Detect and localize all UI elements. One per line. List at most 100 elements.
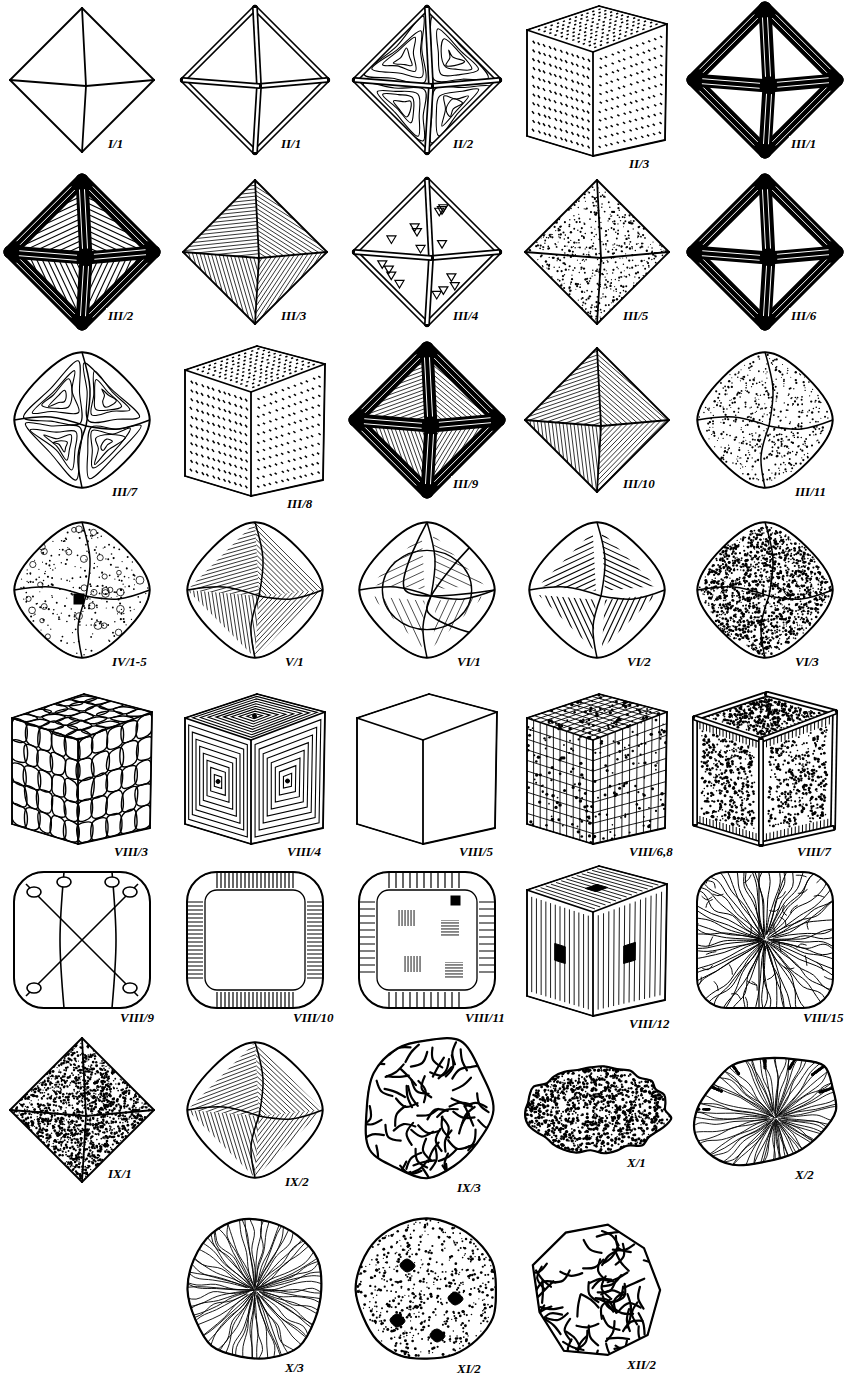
surface-dash: [294, 394, 296, 395]
surface-texture: [321, 309, 540, 528]
surface-dash: [630, 47, 632, 48]
surface-dot: [578, 207, 579, 208]
edge-striation: [772, 190, 827, 245]
surface-dot: [563, 262, 565, 264]
surface-dash: [249, 372, 251, 374]
surface-dot: [581, 227, 583, 229]
surface-dash: [571, 132, 573, 135]
hatch-line: [165, 216, 277, 228]
surface-dash: [580, 18, 582, 20]
surface-dot: [628, 274, 630, 276]
surface-dot: [647, 262, 649, 264]
surface-dot: [590, 311, 592, 313]
surface-dash: [270, 474, 272, 476]
surface-dash: [599, 111, 601, 112]
surface-dash: [301, 410, 303, 412]
surface-dot: [585, 259, 587, 261]
hatch-line: [513, 378, 620, 415]
surface-dot: [603, 310, 605, 312]
surface-dot: [582, 301, 584, 303]
surface-dash: [276, 410, 278, 411]
surface-dash: [660, 74, 662, 76]
surface-dash: [307, 365, 309, 367]
hatch-line: [272, 146, 365, 205]
surface-dot: [579, 263, 580, 264]
surface-dash: [612, 72, 614, 73]
surface-dot: [537, 244, 539, 246]
surface-dot: [614, 223, 616, 225]
surface-dash: [572, 39, 574, 41]
surface-dash: [284, 363, 286, 365]
surface-dash: [537, 86, 539, 89]
surface-dot: [569, 265, 571, 267]
hatch-line: [561, 385, 644, 458]
surface-dash: [565, 86, 567, 89]
surface-dash: [243, 360, 245, 362]
surface-dot: [608, 229, 609, 230]
surface-dash: [269, 465, 271, 467]
surface-dot: [608, 218, 610, 220]
surface-dash: [196, 453, 198, 456]
surface-dash: [636, 82, 638, 84]
surface-dash: [588, 94, 590, 97]
surface-dot: [608, 304, 610, 306]
surface-dash: [630, 75, 632, 76]
crystal-drawing: [693, 8, 837, 152]
surface-dash: [296, 359, 298, 361]
surface-dash: [608, 26, 610, 28]
hatch-line: [160, 165, 272, 177]
hatch-line: [263, 161, 356, 220]
surface-dash: [271, 372, 273, 374]
surface-dash: [537, 104, 539, 107]
surface-dot: [663, 250, 664, 251]
surface-dash: [549, 64, 551, 67]
surface-dot: [611, 215, 612, 216]
surface-dot: [541, 254, 543, 256]
surface-dot: [601, 273, 603, 275]
surface-dot: [549, 234, 551, 236]
surface-dot: [621, 246, 622, 247]
surface-dash: [605, 65, 607, 66]
edge-line: [183, 8, 255, 80]
surface-dot: [599, 192, 600, 193]
surface-dot: [586, 290, 588, 292]
hatching: [503, 396, 623, 517]
hatch-line: [611, 432, 685, 508]
surface-dot: [565, 268, 567, 270]
edge-line: [185, 346, 257, 370]
surface-dot: [586, 247, 588, 249]
surface-dash: [603, 21, 605, 23]
surface-dot: [593, 197, 594, 198]
edge-line: [183, 80, 259, 86]
surface-dash: [308, 362, 310, 364]
octahedron-outline: [183, 8, 327, 152]
edge-line: [323, 364, 325, 480]
hatch-line: [94, 162, 175, 200]
surface-dot: [611, 302, 612, 303]
edge-band: [765, 180, 837, 252]
surface-dash: [626, 19, 628, 21]
surface-dash: [275, 419, 277, 420]
surface-dash: [306, 437, 308, 439]
surface-dot: [585, 309, 586, 310]
surface-dash: [317, 462, 319, 464]
surface-dot: [564, 221, 566, 223]
hatch-line: [560, 402, 573, 510]
surface-dash: [550, 90, 552, 93]
trigon-pit: [395, 280, 404, 288]
surface-dash: [561, 32, 563, 34]
surface-dash: [632, 21, 634, 23]
surface-dash: [300, 401, 302, 402]
edge-line: [593, 24, 667, 52]
surface-dash: [616, 12, 618, 14]
surface-dash: [241, 379, 243, 381]
surface-dash: [207, 421, 209, 424]
surface-dash: [604, 13, 606, 15]
surface-dot: [598, 264, 600, 266]
edge-line: [255, 258, 259, 324]
surface-dash: [624, 113, 626, 115]
hatch-line: [607, 396, 620, 504]
surface-dash: [289, 361, 291, 363]
surface-dot: [586, 254, 587, 255]
surface-dot: [584, 197, 586, 199]
